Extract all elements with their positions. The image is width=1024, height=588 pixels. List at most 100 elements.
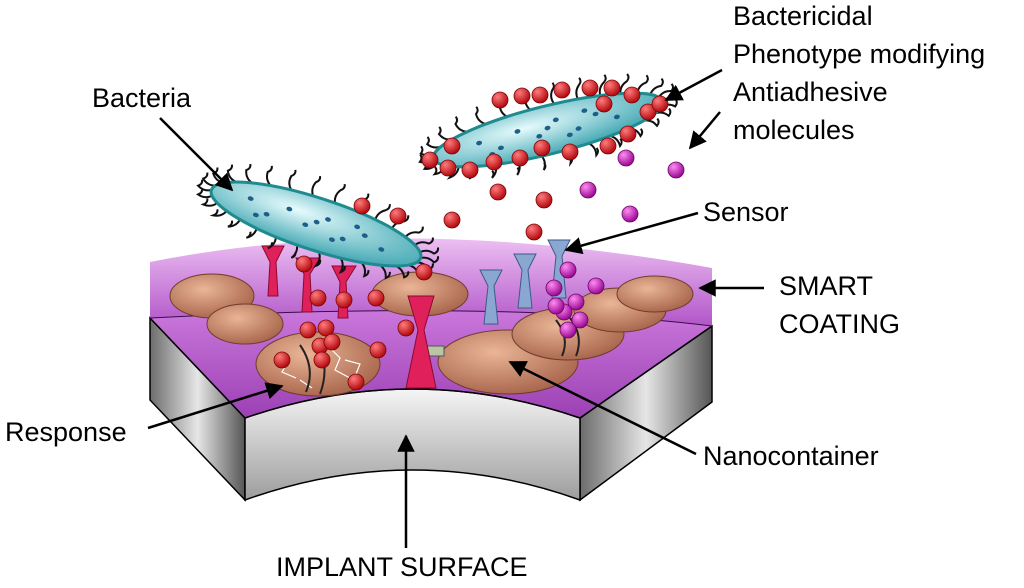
nanocontainers <box>169 271 694 397</box>
bactericidal-molecule <box>313 351 331 369</box>
bactericidal-molecule <box>553 81 571 99</box>
bacterium-granule <box>286 206 293 212</box>
sensor-arrow <box>564 211 699 255</box>
sensor-receptor <box>513 253 537 309</box>
flagellum <box>598 74 607 96</box>
bactericidal-molecule <box>335 291 353 309</box>
flagellum <box>414 237 434 246</box>
bacterium-granule <box>581 108 588 113</box>
flagellum <box>360 261 370 278</box>
flagellum <box>654 107 672 118</box>
bacterium-granule <box>613 114 620 120</box>
antiadhesive-molecule <box>621 205 639 223</box>
bactericidal-molecule <box>581 79 599 97</box>
antiadhesive-molecule <box>559 261 577 279</box>
bacterium-granule <box>252 212 259 218</box>
bactericidal-molecule <box>535 191 553 209</box>
bactericidal-molecule <box>389 207 407 225</box>
nanocontainer <box>616 275 694 313</box>
bactericidal-molecule <box>415 263 433 281</box>
bacterium-granule <box>552 117 559 123</box>
bacterium-granule <box>247 196 254 201</box>
flagellum <box>245 163 253 184</box>
flagellum <box>588 142 599 158</box>
bactericidal-molecule <box>347 373 365 391</box>
flagellum <box>226 164 237 183</box>
flagellum <box>209 209 228 217</box>
nanocontainer <box>206 303 284 345</box>
bactericidal-molecule <box>595 95 613 113</box>
bacterium-granule <box>566 132 573 138</box>
callout-arrows <box>147 68 764 548</box>
antiadhesive-molecule <box>545 279 563 297</box>
bactericidal-molecule <box>525 223 543 241</box>
coating-front-edge <box>149 317 713 419</box>
bacterium-granule <box>263 211 270 217</box>
implant-front-face <box>244 388 581 502</box>
bacterium-granule <box>313 219 320 225</box>
flagellum <box>227 219 241 228</box>
flagellum <box>338 257 346 274</box>
bactericidal-molecule <box>651 95 669 113</box>
flagellum <box>312 251 322 269</box>
flagellum <box>395 265 410 279</box>
bacterium-granule <box>514 129 521 134</box>
bacterium-granule <box>328 237 335 242</box>
bactericidal-molecule <box>421 151 439 169</box>
bacterium-upper <box>418 73 679 180</box>
nanocontainer-label: Nanocontainer <box>703 441 879 471</box>
bacterium-granule <box>544 125 551 131</box>
response-label: Response <box>5 417 127 447</box>
flagellum <box>245 228 258 239</box>
bactericidal-molecules <box>273 79 669 391</box>
antiadhesive-molecule <box>617 149 635 167</box>
bacteria-label: Bacteria <box>92 83 192 113</box>
bactericidal-molecule <box>485 153 503 171</box>
flagellum <box>195 188 213 199</box>
bacterium-granule <box>575 126 582 131</box>
flagellum <box>201 172 216 187</box>
bacterium-granule <box>339 236 346 242</box>
bactericidal-molecule <box>489 183 507 201</box>
bactericidal-molecule <box>491 91 509 109</box>
flagellum <box>379 264 391 280</box>
sensor-receptor <box>479 269 503 325</box>
flagellum <box>425 136 442 149</box>
flagellum <box>290 244 299 259</box>
bacterium-granule <box>354 224 361 230</box>
flagellum <box>419 247 440 255</box>
flagellum <box>288 169 297 191</box>
response-arrow <box>147 382 284 430</box>
bacterium-granule <box>361 233 368 238</box>
flagellum <box>474 106 487 126</box>
bactericidal-molecule <box>369 341 387 359</box>
bacterium-granule <box>476 140 483 146</box>
nanocontainer-arrow <box>508 360 697 456</box>
implant-surface-label: IMPLANT SURFACE <box>276 552 528 582</box>
bactericidal-molecule <box>623 86 641 104</box>
flagellum <box>575 77 582 100</box>
bacterium-granule <box>592 111 599 117</box>
bactericidal-molecule <box>439 159 457 177</box>
bacterium-granule <box>536 134 543 139</box>
flagellum <box>454 116 468 133</box>
bactericidal-molecule <box>299 321 317 339</box>
bactericidal-molecule <box>533 139 551 157</box>
sensor-label: Sensor <box>703 197 789 227</box>
flagellum <box>540 155 547 171</box>
antiadhesive-molecule <box>559 321 577 339</box>
antiadhesive-arrow <box>688 111 721 150</box>
receptor-red <box>261 245 285 297</box>
antiadhesive-molecule <box>547 297 565 315</box>
flagellum <box>374 204 391 220</box>
bactericidal-molecule <box>531 86 549 104</box>
antiadhesive-molecule <box>567 293 585 311</box>
flagellum <box>643 117 660 128</box>
bactericidal-molecule <box>397 319 415 337</box>
flagellum <box>550 82 556 105</box>
flagellum <box>649 77 664 95</box>
bactericidal-molecule <box>511 149 529 167</box>
flagellum <box>333 183 346 204</box>
antiadhesive-molecule <box>571 311 589 329</box>
